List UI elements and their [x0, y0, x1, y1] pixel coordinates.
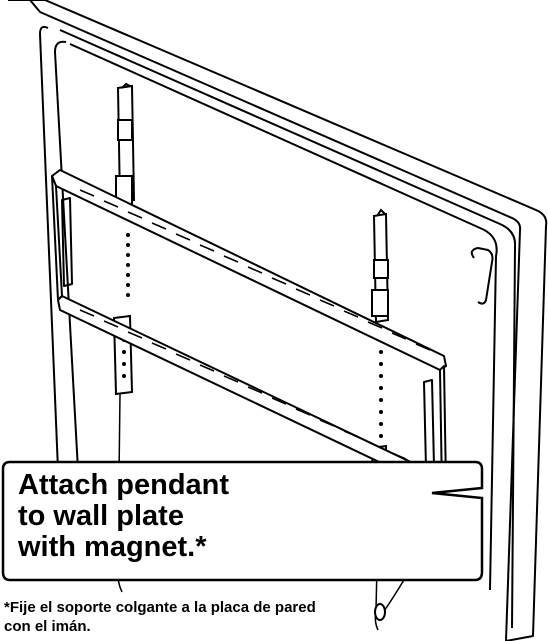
- tv-outer-frame: [29, 0, 548, 641]
- wall-plate-slots-bottom: [79, 309, 431, 471]
- callout-bubble: [1, 460, 484, 582]
- callout-text: Attach pendant to wall plate with magnet…: [18, 469, 230, 563]
- tv-screen-corner: [470, 247, 494, 305]
- wall-plate-slots-top: [79, 189, 431, 351]
- right-bracket-holes: [379, 338, 383, 438]
- footnote-text: *Fije el soporte colgante a la placa de …: [4, 599, 316, 635]
- left-vertical-bracket: [112, 82, 136, 396]
- tv-screen-edge: [54, 40, 498, 591]
- tv-bezel: [39, 25, 517, 629]
